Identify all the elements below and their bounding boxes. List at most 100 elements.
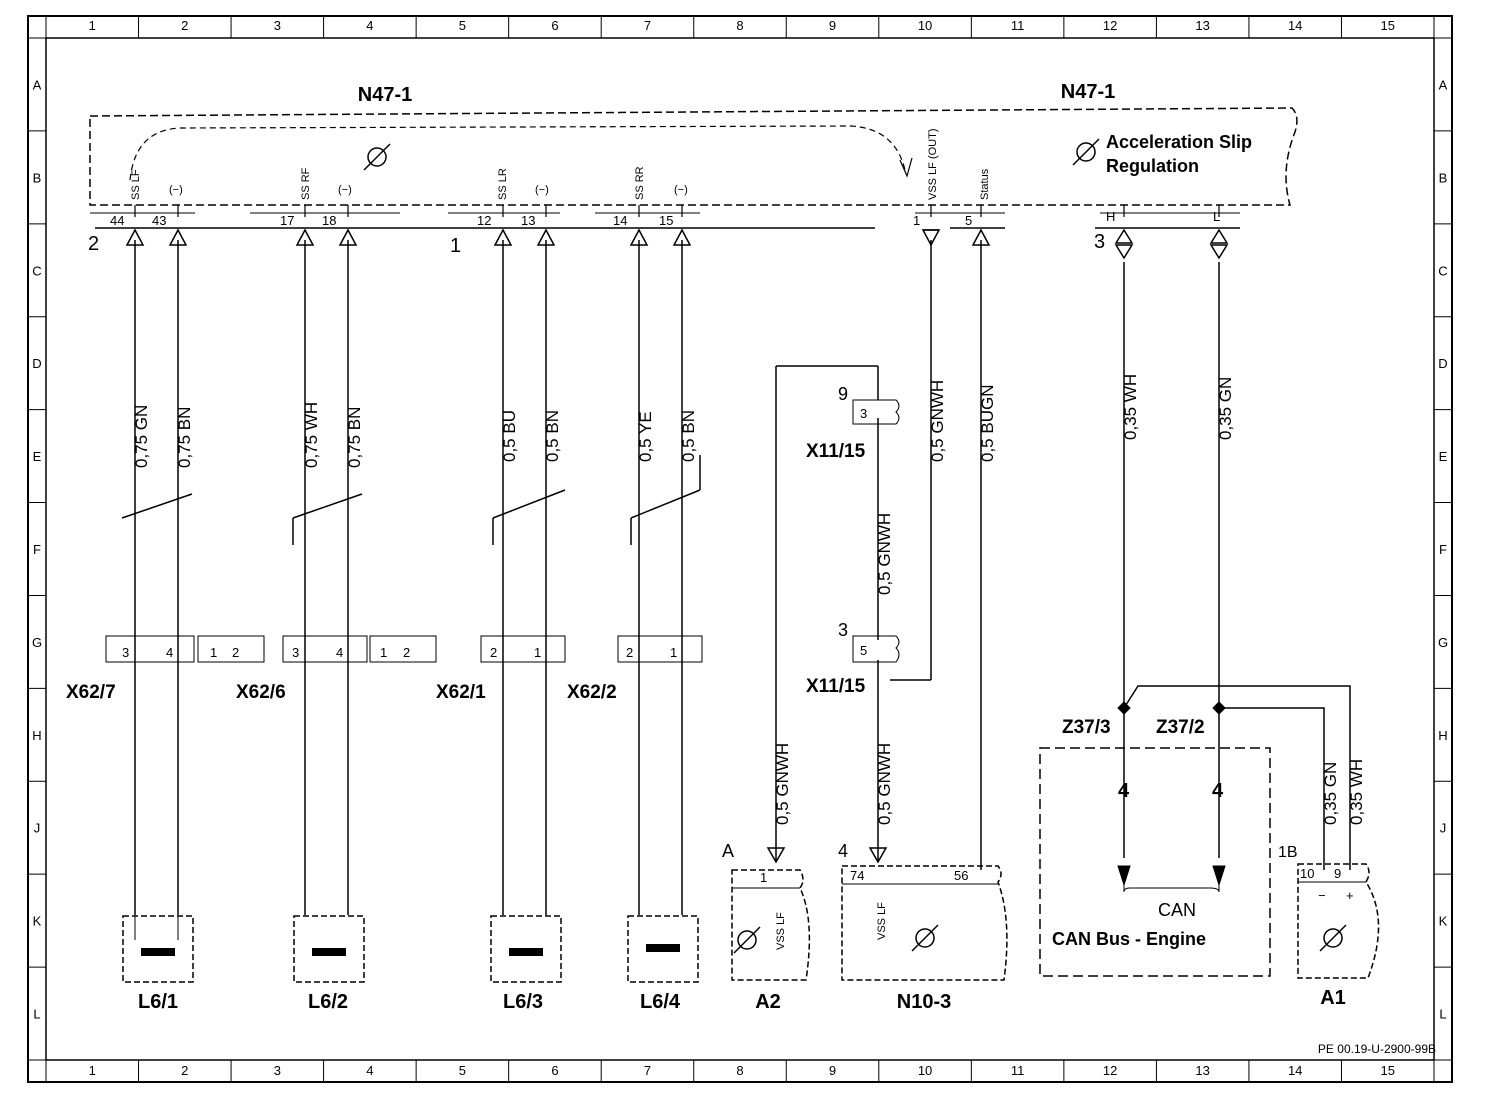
grid-row-label: K <box>33 914 42 929</box>
electronic-symbol-icon <box>911 924 939 952</box>
grid-row-label: C <box>1438 263 1447 278</box>
wire-label: 0,75 BN <box>175 407 194 468</box>
grid-row-label: D <box>1438 356 1447 371</box>
connector-pin: 2 <box>232 645 239 660</box>
module-label: N10-3 <box>897 991 951 1013</box>
wire-label: 0,75 GN <box>132 405 151 468</box>
wire-label: 0,5 BN <box>679 410 698 462</box>
splice-label: Z37/3 <box>1062 717 1111 738</box>
connector-label: X62/7 <box>66 682 116 703</box>
connector-x62-2: 2 1 X62/2 <box>567 635 703 703</box>
grid-column-label: 7 <box>644 18 651 33</box>
module-pin-15: (−) 15 <box>659 184 688 228</box>
pin-number: L <box>1213 209 1220 224</box>
grid-column-label: 10 <box>918 18 932 33</box>
wire-label: 0,5 GNWH <box>928 380 947 462</box>
connector-x11-15-bottom: 5 X11/15 <box>806 635 900 697</box>
pin-signal: (−) <box>674 184 688 196</box>
wire-label: 0,35 GN <box>1216 377 1235 440</box>
connector-label: X62/2 <box>567 682 617 703</box>
sensor-label: L6/2 <box>308 991 348 1013</box>
pin-number: 15 <box>659 213 673 228</box>
ref-mark: 4 <box>838 841 848 861</box>
grid-column-label: 13 <box>1195 18 1209 33</box>
module-pin: − <box>1318 888 1326 903</box>
grid-row-label: K <box>1439 914 1448 929</box>
grid-row-label: B <box>33 170 42 185</box>
grid-row-label: A <box>33 77 42 92</box>
ref-mark: A <box>722 841 734 861</box>
grid-column-label: 8 <box>736 1063 743 1078</box>
pin-signal: Status <box>979 168 991 200</box>
connector-pin: 2 <box>490 645 497 660</box>
grid-column-label: 2 <box>181 18 188 33</box>
pin-signal: (−) <box>338 184 352 196</box>
grid-column-label: 5 <box>459 18 466 33</box>
splice-z37-2: Z37/2 <box>1156 701 1226 738</box>
grid-labels: 1122334455667788991010111112121313141415… <box>32 18 1448 1078</box>
module-pin: 10 <box>1300 866 1314 881</box>
pin-number: 17 <box>280 213 294 228</box>
grid-row-label: D <box>32 356 41 371</box>
grid-column-label: 11 <box>1011 1063 1025 1078</box>
connector-pin: 3 <box>122 645 129 660</box>
grid-column-label: 6 <box>551 1063 558 1078</box>
module-a2: 1 VSS LF A2 <box>731 869 811 1013</box>
internal-link-arrow <box>129 125 906 181</box>
arrow-head-icon <box>899 157 913 178</box>
sensor-label: L6/4 <box>640 991 681 1013</box>
ref-mark: 1B <box>1278 844 1298 861</box>
pin-signal: SS RR <box>634 166 646 200</box>
sensor-l6-3: L6/3 <box>490 915 562 1013</box>
module-pin-14: SS RR 14 <box>613 166 646 228</box>
connector-x62-1: 2 1 X62/1 <box>436 635 566 703</box>
pin-signal: SS LF <box>130 169 142 200</box>
pin-number: 12 <box>477 213 491 228</box>
wire-label: 0,75 BN <box>345 407 364 468</box>
pin-stubs <box>134 205 1220 217</box>
wire-label: 0,5 BU <box>500 410 519 462</box>
module-pin-h: H <box>1106 209 1115 224</box>
module-label-right: N47-1 <box>1061 81 1115 103</box>
pin-number: 14 <box>613 213 627 228</box>
module-title-line2: Regulation <box>1106 156 1199 176</box>
ref-mark: 2 <box>88 233 99 255</box>
can-bus-label: CAN <box>1158 900 1196 920</box>
grid-column-label: 4 <box>366 18 373 33</box>
grid-column-label: 14 <box>1288 18 1302 33</box>
wire-label: 0,35 WH <box>1347 759 1366 825</box>
grid-row-label: C <box>32 263 41 278</box>
electronic-symbol-icon <box>1072 138 1100 166</box>
grid-row-label: B <box>1439 170 1448 185</box>
pin-number: 13 <box>521 213 535 228</box>
connector-x62-6: 3 4 1 2 X62/6 <box>236 635 437 703</box>
pin-signal: (−) <box>535 184 549 196</box>
connector-pin: 5 <box>860 643 867 658</box>
can-pin: 4 <box>1212 780 1224 802</box>
wire-label: 0,5 GNWH <box>773 743 792 825</box>
wire-labels: 0,75 GN 0,75 BN 0,75 WH 0,75 BN 0,5 BU 0… <box>132 374 1366 825</box>
grid-row-label: L <box>1439 1007 1446 1022</box>
connector-pin: 1 <box>210 645 217 660</box>
connector-pin: 2 <box>626 645 633 660</box>
splice-z37-3: Z37/3 <box>1062 701 1131 738</box>
grid-column-label: 3 <box>274 18 281 33</box>
wire-label: 0,5 GNWH <box>875 513 894 595</box>
connector-pin: 2 <box>403 645 410 660</box>
module-title-line1: Acceleration Slip <box>1106 132 1252 152</box>
module-pin-44: SS LF 44 <box>110 169 142 228</box>
connector-label: X11/15 <box>806 441 866 462</box>
grid-column-label: 8 <box>736 18 743 33</box>
module-pin-13: (−) 13 <box>521 184 549 228</box>
grid-column-label: 11 <box>1011 18 1025 33</box>
splice-label: Z37/2 <box>1156 717 1205 738</box>
grid-column-label: 9 <box>829 18 836 33</box>
grid-column-label: 14 <box>1288 1063 1302 1078</box>
pin-signal: (−) <box>169 184 183 196</box>
grid-row-label: E <box>1439 449 1448 464</box>
grid-row-label: G <box>1438 635 1448 650</box>
n47-module: N47-1 N47-1 Acceleration Slip Regulation <box>89 81 1298 214</box>
grid-column-label: 12 <box>1103 18 1117 33</box>
wire-label: 0,35 WH <box>1121 374 1140 440</box>
